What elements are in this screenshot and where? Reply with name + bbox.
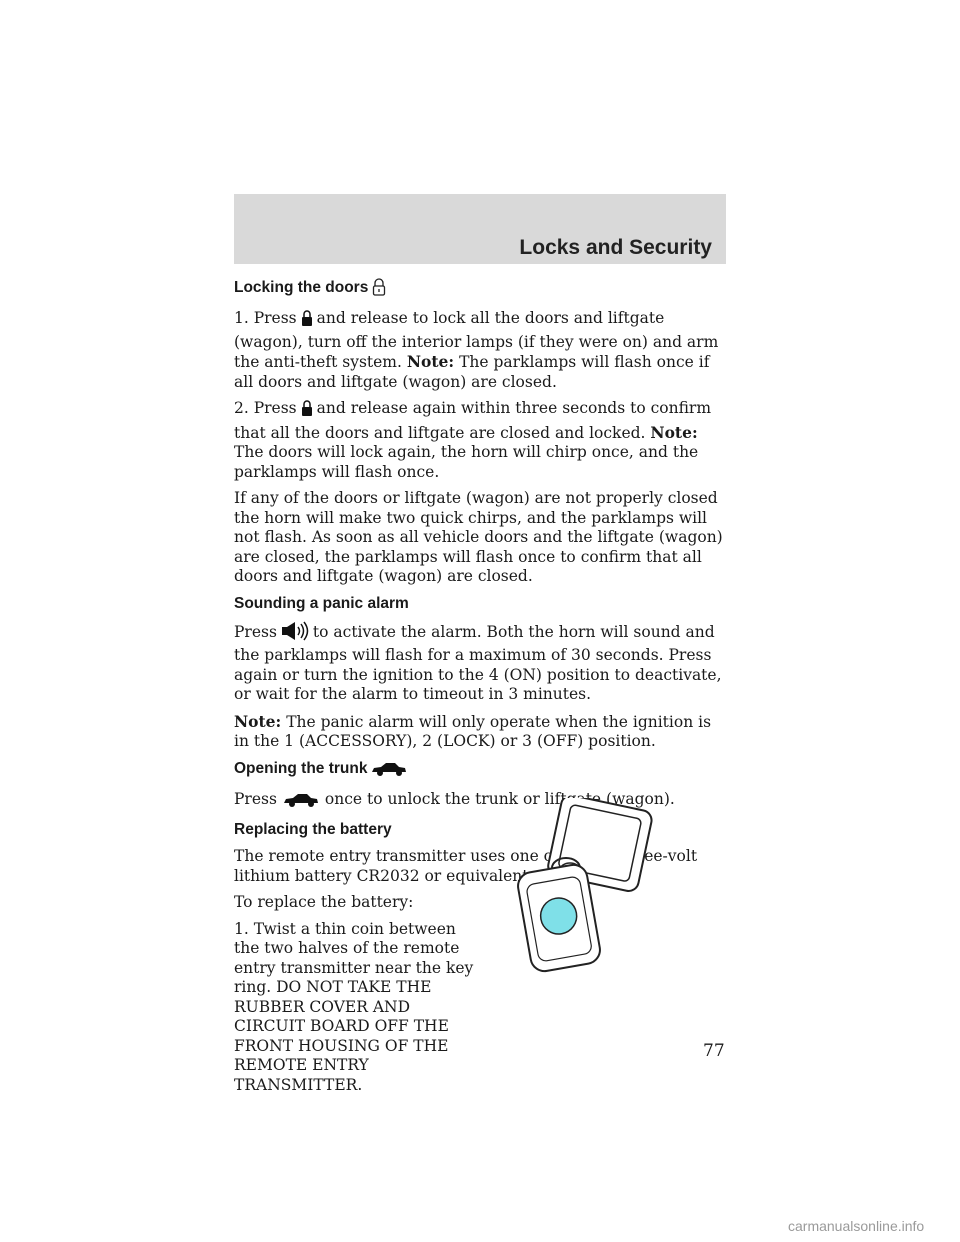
section-title: Locks and Security [519,236,712,259]
lock-button-icon [301,399,313,423]
remote-transmitter-illustration [514,794,654,977]
battery-heading: Replacing the battery [234,821,392,838]
car-trunk-icon [371,761,407,782]
lock-button-icon [301,309,313,333]
footer-watermark[interactable]: carmanualsonline.info [788,1218,925,1234]
locking-heading: Locking the doors [234,278,726,301]
battery-intro: To replace the battery: [234,893,414,911]
lock-icon [372,278,386,301]
panic-horn-icon [281,621,309,647]
locking-paragraph: If any of the doors or liftgate (wagon) … [234,489,723,585]
car-trunk-icon [281,792,321,814]
trunk-heading: Opening the trunk [234,760,726,782]
section-header: Locks and Security [234,194,726,264]
panic-note: Note: The panic alarm will only operate … [234,711,712,751]
panic-heading: Sounding a panic alarm [234,594,409,612]
page-number: 77 [703,1041,725,1061]
battery-step1: 1. Twist a thin coin between the two hal… [234,919,474,1094]
